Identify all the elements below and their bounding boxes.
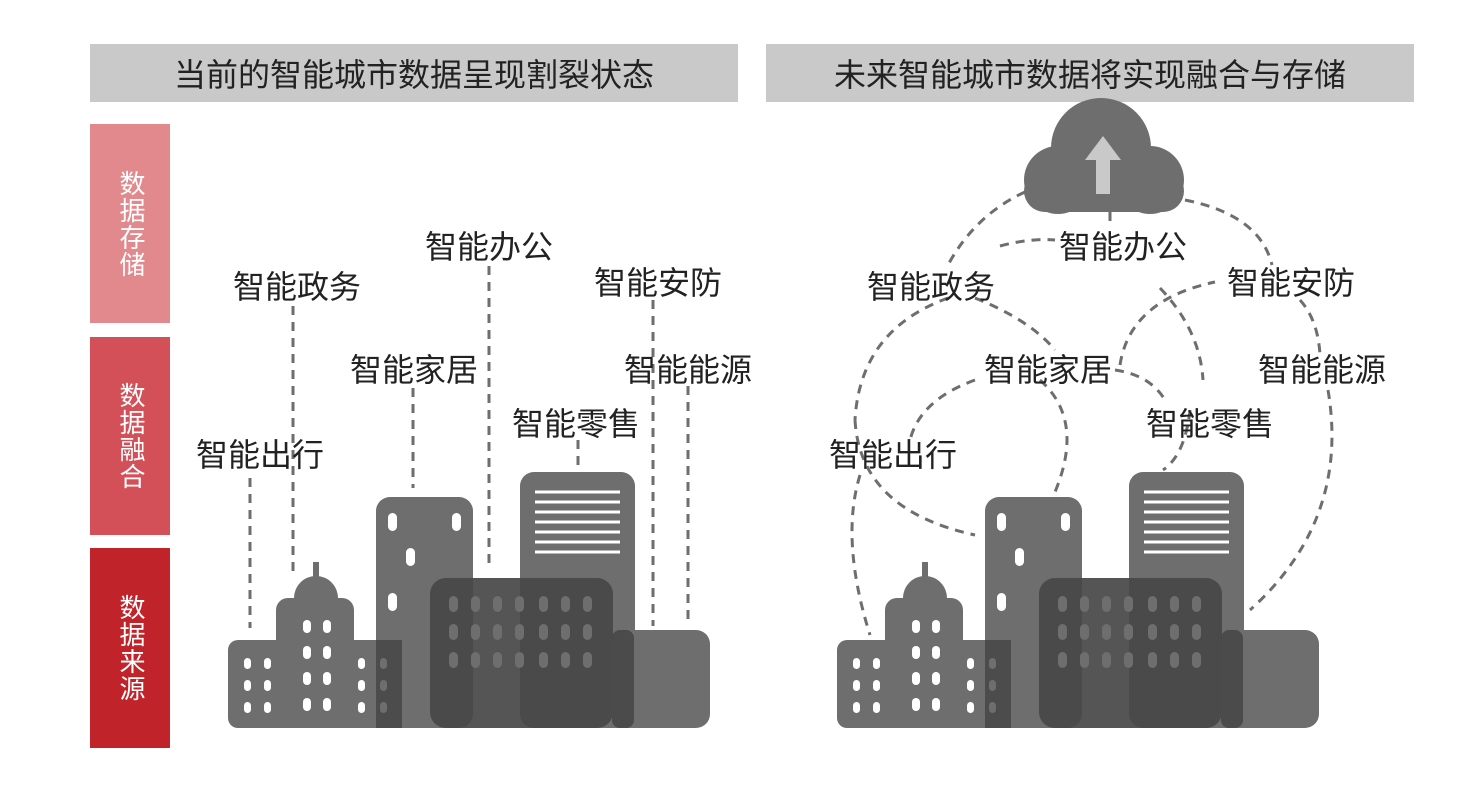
left-dashed-lines	[248, 266, 690, 628]
label-right-home: 智能家居	[984, 351, 1112, 389]
label-right-energy: 智能能源	[1258, 351, 1386, 389]
city-buildings-icon-right	[835, 470, 1321, 730]
label-left-energy: 智能能源	[624, 351, 752, 389]
label-right-office: 智能办公	[1059, 228, 1187, 266]
layer-source-label: 数据来源	[115, 594, 145, 702]
label-right-transport: 智能出行	[829, 436, 957, 474]
label-right-security: 智能安防	[1227, 264, 1355, 302]
label-left-security: 智能安防	[594, 264, 722, 302]
layer-storage: 数据存储	[90, 124, 170, 323]
label-right-retail: 智能零售	[1146, 405, 1274, 443]
cloud-upload-icon	[1024, 98, 1184, 214]
label-left-gov: 智能政务	[233, 268, 361, 306]
layer-storage-label: 数据存储	[115, 169, 145, 278]
right-dashed-network	[850, 190, 1334, 636]
label-left-home: 智能家居	[350, 351, 478, 389]
header-current-text: 当前的智能城市数据呈现割裂状态	[173, 56, 654, 94]
label-left-office: 智能办公	[425, 228, 553, 266]
header-current: 当前的智能城市数据呈现割裂状态	[90, 44, 738, 102]
city-buildings-icon-left	[226, 470, 712, 730]
layer-fusion: 数据融合	[90, 337, 170, 535]
layer-source: 数据来源	[90, 548, 170, 748]
layer-fusion-label: 数据融合	[115, 382, 145, 490]
header-future-text: 未来智能城市数据将实现融合与存储	[833, 56, 1346, 94]
label-right-gov: 智能政务	[867, 268, 995, 306]
label-left-transport: 智能出行	[196, 436, 324, 474]
label-left-retail: 智能零售	[512, 405, 640, 443]
header-future: 未来智能城市数据将实现融合与存储	[766, 44, 1414, 102]
